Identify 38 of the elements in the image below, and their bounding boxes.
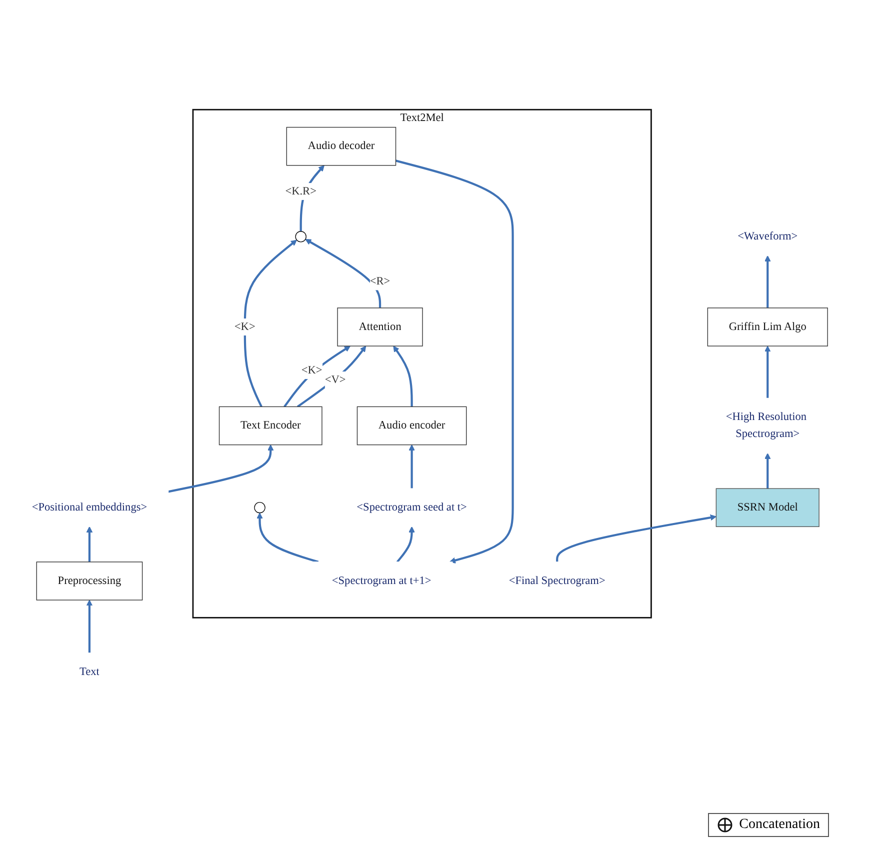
node-text: <Positional embeddings> xyxy=(31,500,147,513)
arrow xyxy=(395,159,514,564)
arrow xyxy=(243,239,296,407)
node-box: Attention xyxy=(336,307,422,346)
arrow xyxy=(556,514,716,562)
node-box: Audio decoder xyxy=(286,126,396,166)
edge-label: <K> xyxy=(300,364,322,376)
arrow xyxy=(764,345,770,398)
arrow xyxy=(396,526,414,562)
node-circle xyxy=(294,230,306,242)
edge-label: <V> xyxy=(324,373,346,386)
arrow xyxy=(764,255,770,308)
node-text: <Final Spectrogram> xyxy=(508,574,605,586)
node-box: Griffin Lim Algo xyxy=(706,307,828,346)
node-text: <Spectrogram seed at t> xyxy=(356,500,466,513)
node-box: SSRN Model xyxy=(715,488,819,527)
arrow xyxy=(764,452,770,488)
edge-label: <K> xyxy=(234,320,255,332)
edge-label: <K.R> xyxy=(284,184,316,197)
legend-label: Concatenation xyxy=(739,817,820,833)
arrow xyxy=(86,599,92,653)
arrow xyxy=(86,526,92,562)
node-box: Audio encoder xyxy=(356,406,466,445)
arrow xyxy=(392,345,412,406)
arrow xyxy=(408,444,414,488)
node-text: <Waveform> xyxy=(737,230,798,242)
node-box: Preprocessing xyxy=(36,561,142,600)
edge-label: <R> xyxy=(369,275,390,288)
node-text: <Spectrogram at t+1> xyxy=(331,574,431,586)
node-circle xyxy=(254,502,265,513)
node-text: <High Resolution Spectrogram> xyxy=(725,410,806,440)
arrow xyxy=(304,238,381,308)
node-box: Text Encoder xyxy=(218,406,322,445)
arrow xyxy=(283,345,350,407)
arrow xyxy=(168,444,274,492)
arrow xyxy=(296,345,366,408)
node-text: Text xyxy=(79,665,99,678)
arrow xyxy=(256,512,318,563)
